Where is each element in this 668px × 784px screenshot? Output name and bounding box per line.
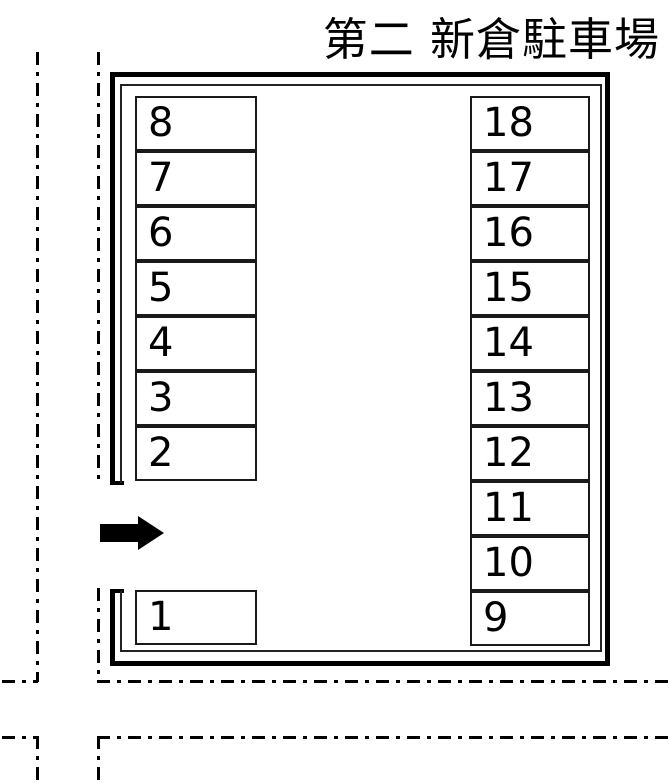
road-edge-cross-upper-right <box>97 680 668 683</box>
stall-box[interactable]: 8 <box>135 96 257 151</box>
road-edge-cross-upper-left <box>2 680 38 683</box>
lot-wall-top <box>110 72 610 77</box>
stall-box[interactable]: 5 <box>135 261 257 316</box>
stall-box[interactable]: 16 <box>470 206 590 261</box>
stall-number: 15 <box>483 264 534 311</box>
stall-number: 11 <box>483 484 534 531</box>
stall-box[interactable]: 3 <box>135 371 257 426</box>
stall-number: 17 <box>483 154 534 201</box>
lot-wall-left-upper <box>110 72 115 485</box>
entrance-gap-top-cap <box>110 481 124 485</box>
right-stall-column: 18 17 16 15 14 13 12 11 10 9 <box>470 96 590 646</box>
stall-number: 4 <box>148 319 174 366</box>
lot-inner-line-right <box>600 84 602 652</box>
stall-box[interactable]: 4 <box>135 316 257 371</box>
entrance-gap-bottom-cap <box>110 589 124 593</box>
road-edge-left-below <box>97 736 100 784</box>
stall-box[interactable]: 17 <box>470 151 590 206</box>
stall-box[interactable]: 10 <box>470 536 590 591</box>
stall-number: 12 <box>483 429 534 476</box>
stall-box[interactable]: 11 <box>470 481 590 536</box>
stall-number: 8 <box>148 99 174 146</box>
stall-box[interactable]: 7 <box>135 151 257 206</box>
entrance-arrow-icon <box>100 516 164 550</box>
stall-box[interactable]: 18 <box>470 96 590 151</box>
lower-left-stall-column: 1 <box>135 590 257 645</box>
road-edge-cross-lower-left <box>2 736 38 739</box>
stall-box[interactable]: 12 <box>470 426 590 481</box>
stall-number: 9 <box>483 594 509 641</box>
lot-inner-line-left-lower <box>120 591 122 651</box>
stall-box[interactable]: 1 <box>135 590 257 645</box>
stall-number: 10 <box>483 539 534 586</box>
stall-number: 1 <box>148 593 174 640</box>
lot-wall-left-lower <box>110 589 115 666</box>
stall-number: 13 <box>483 374 534 421</box>
stall-box[interactable]: 9 <box>470 591 590 646</box>
stall-number: 3 <box>148 374 174 421</box>
stall-number: 6 <box>148 209 174 256</box>
lot-inner-line-bottom <box>120 650 602 652</box>
stall-box[interactable]: 15 <box>470 261 590 316</box>
road-edge-cross-lower-right <box>97 736 668 739</box>
stall-number: 5 <box>148 264 174 311</box>
stall-box[interactable]: 2 <box>135 426 257 481</box>
stall-number: 2 <box>148 429 174 476</box>
stall-box[interactable]: 14 <box>470 316 590 371</box>
road-edge-far-left <box>36 52 39 682</box>
road-edge-left-lower <box>97 588 100 682</box>
lot-wall-bottom <box>110 661 610 666</box>
stall-number: 7 <box>148 154 174 201</box>
stall-number: 16 <box>483 209 534 256</box>
stall-box[interactable]: 13 <box>470 371 590 426</box>
stall-box[interactable]: 6 <box>135 206 257 261</box>
road-edge-left-upper <box>97 52 100 482</box>
road-edge-far-left-below <box>36 736 39 784</box>
lot-inner-line-top <box>120 84 602 86</box>
left-stall-column: 8 7 6 5 4 3 2 <box>135 96 257 481</box>
stall-number: 18 <box>483 99 534 146</box>
lot-wall-right <box>605 72 610 666</box>
lot-inner-line-left-upper <box>120 84 122 483</box>
stall-number: 14 <box>483 319 534 366</box>
page-title: 第二 新倉駐車場 <box>322 13 660 66</box>
